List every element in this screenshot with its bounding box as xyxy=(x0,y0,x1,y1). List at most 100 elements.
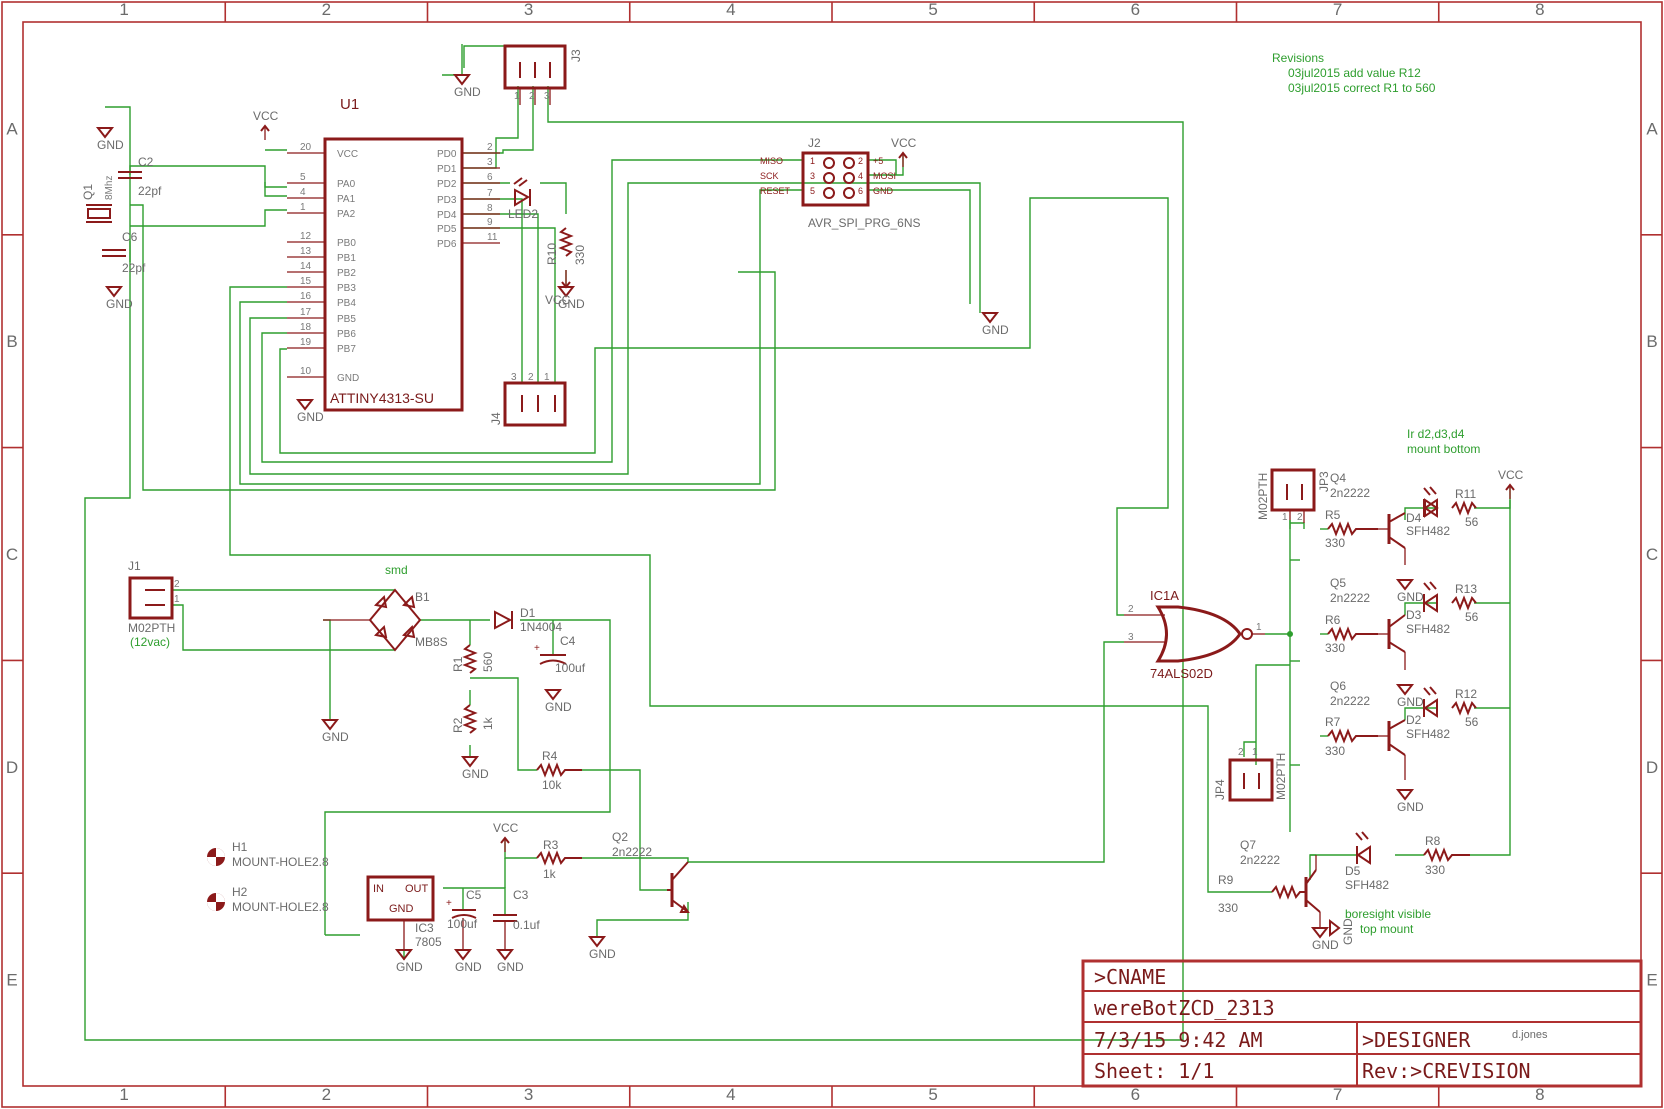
j2-right-num: 4 xyxy=(858,171,863,181)
c3-capacitor[interactable]: C3 0.1uf xyxy=(493,888,540,950)
r4-resistor[interactable]: R4 10k xyxy=(536,749,582,792)
r10-name: R10 xyxy=(545,243,559,265)
h1-value: MOUNT-HOLE2.8 xyxy=(232,855,329,869)
u1-pin-number: 1 xyxy=(300,202,306,213)
c6-name: C6 xyxy=(122,230,138,244)
j2-left-label: MISO xyxy=(760,156,783,166)
ir-row-q4[interactable]: R5 330 Q4 2n2222 D4 SFH482 R11 56 xyxy=(1325,471,1479,565)
u1-pin-name: PD0 xyxy=(437,149,457,160)
gnd-symbol: GND xyxy=(453,949,482,974)
d1-diode[interactable]: D1 1N4004 xyxy=(494,606,562,634)
h1-mount-hole[interactable]: H1 MOUNT-HOLE2.8 xyxy=(207,840,329,869)
q6-name: Q6 xyxy=(1330,679,1346,693)
u1-pin-number: 15 xyxy=(300,276,312,287)
r1-resistor[interactable]: R1 560 xyxy=(451,644,495,674)
j3-pin2: 2 xyxy=(529,91,535,102)
frame-col-label-bottom: 3 xyxy=(524,1085,533,1104)
j2-value: AVR_SPI_PRG_6NS xyxy=(808,216,921,230)
r9-value: 330 xyxy=(1218,901,1238,915)
r8-value: 330 xyxy=(1425,863,1445,877)
u1-pin-name: PA0 xyxy=(337,179,356,190)
u1-pin-number: 17 xyxy=(300,307,312,318)
revisions-note: Revisions 03jul2015 add value R12 03jul2… xyxy=(1272,51,1436,95)
h2-mount-hole[interactable]: H2 MOUNT-HOLE2.8 xyxy=(207,885,329,914)
c3-value: 0.1uf xyxy=(513,918,540,932)
u1-pin-number: 7 xyxy=(487,188,493,199)
q7-value: 2n2222 xyxy=(1240,853,1280,867)
gnd-label: GND xyxy=(97,138,124,152)
j1-connector[interactable]: 2 1 J1 M02PTH (12vac) xyxy=(128,559,180,649)
gnd-symbol: GND xyxy=(104,286,133,311)
frame-row-label-right: E xyxy=(1646,971,1657,990)
jp3-jumper[interactable]: 1 2 JP3 M02PTH xyxy=(1256,468,1331,523)
b1-bridge-rectifier[interactable]: B1 MB8S smd xyxy=(323,563,448,652)
c5-capacitor[interactable]: + C5 100uf xyxy=(446,888,482,950)
ic1a-nor-gate[interactable]: 2 3 1 IC1A 74ALS02D xyxy=(1124,588,1293,681)
ic3-regulator[interactable]: IN OUT GND IC3 7805 xyxy=(366,875,442,950)
q6-value: 2n2222 xyxy=(1330,694,1370,708)
boresight-row-q7[interactable]: R9 330 Q7 2n2222 D5 SFH482 R8 330 xyxy=(1218,831,1470,928)
frame-col-label-bottom: 1 xyxy=(119,1085,128,1104)
j1-pin1: 1 xyxy=(174,594,180,605)
led2-diode[interactable]: LED2 xyxy=(508,177,538,221)
svg-text:+: + xyxy=(534,643,540,654)
r12-value: 56 xyxy=(1465,715,1479,729)
jp4-jumper[interactable]: 2 1 JP4 M02PTH xyxy=(1213,747,1288,802)
q2-name: Q2 xyxy=(612,830,628,844)
r3-name: R3 xyxy=(543,838,559,852)
u1-ic[interactable]: U1 ATTINY4313-SU 20VCC5PA04PA11PA212PB01… xyxy=(287,96,500,412)
r7-value: 330 xyxy=(1325,744,1345,758)
ir-row-q6[interactable]: R7 330 Q6 2n2222 D2 SFH482 R12 56 xyxy=(1325,679,1479,780)
u1-pin-number: 16 xyxy=(300,291,312,302)
c6-capacitor[interactable]: C6 22pf xyxy=(102,230,146,275)
u1-pin-name: PB7 xyxy=(337,344,356,355)
title-project: wereBotZCD_2313 xyxy=(1094,996,1275,1020)
frame-col-label-top: 2 xyxy=(322,0,331,19)
revision-entry-1: 03jul2015 add value R12 xyxy=(1288,66,1421,80)
r1-name: R1 xyxy=(451,656,465,672)
c4-name: C4 xyxy=(560,634,576,648)
d5-name: D5 xyxy=(1345,864,1361,878)
c4-capacitor[interactable]: + C4 100uf xyxy=(534,634,586,675)
u1-pin-name: PD1 xyxy=(437,164,457,175)
gnd-symbol: GND xyxy=(495,949,524,974)
vcc-symbol: VCC xyxy=(1498,468,1524,499)
r1-value: 560 xyxy=(481,652,495,672)
vcc-label: VCC xyxy=(1498,468,1524,482)
r3-resistor[interactable]: R3 1k xyxy=(536,838,582,881)
vcc-symbol: VCC xyxy=(253,109,279,140)
q2-value: 2n2222 xyxy=(612,845,652,859)
smd-note: smd xyxy=(385,563,408,577)
c3-name: C3 xyxy=(513,888,529,902)
d3-value: SFH482 xyxy=(1406,622,1450,636)
led2-name: LED2 xyxy=(508,207,538,221)
frame-row-label-left: B xyxy=(6,332,17,351)
r8-name: R8 xyxy=(1425,834,1441,848)
r10-resistor[interactable]: R10 330 xyxy=(545,227,587,265)
u1-pin-name: PA2 xyxy=(337,209,356,220)
r2-resistor[interactable]: R2 1k xyxy=(451,704,495,734)
u1-name: U1 xyxy=(340,96,359,113)
j3-connector[interactable]: 1 2 3 J3 xyxy=(503,44,583,105)
ir-row-q5[interactable]: R6 330 Q5 2n2222 D3 SFH482 R13 56 xyxy=(1325,576,1479,670)
c2-capacitor[interactable]: C2 22pf xyxy=(118,155,162,198)
net-wires xyxy=(84,44,1511,1041)
q2-transistor[interactable]: Q2 2n2222 xyxy=(612,830,690,913)
gnd-label: GND xyxy=(558,297,585,311)
gnd-label: GND xyxy=(297,410,324,424)
r11-value: 56 xyxy=(1465,515,1479,529)
u1-pin-name: PA1 xyxy=(337,194,356,205)
q1-crystal[interactable]: Q1 8Mhz xyxy=(81,176,115,223)
gnd-label: GND xyxy=(1397,695,1424,709)
r3-value: 1k xyxy=(543,867,557,881)
ir-mount-line-2: mount bottom xyxy=(1407,442,1480,456)
r5-value: 330 xyxy=(1325,536,1345,550)
u1-pin-number: 5 xyxy=(300,172,306,183)
r11-name: R11 xyxy=(1455,487,1476,501)
jp3-pin1: 1 xyxy=(1282,512,1288,523)
j4-connector[interactable]: 3 2 1 J4 xyxy=(489,372,567,427)
frame-row-label-right: C xyxy=(1646,545,1658,564)
r2-value: 1k xyxy=(481,716,495,730)
